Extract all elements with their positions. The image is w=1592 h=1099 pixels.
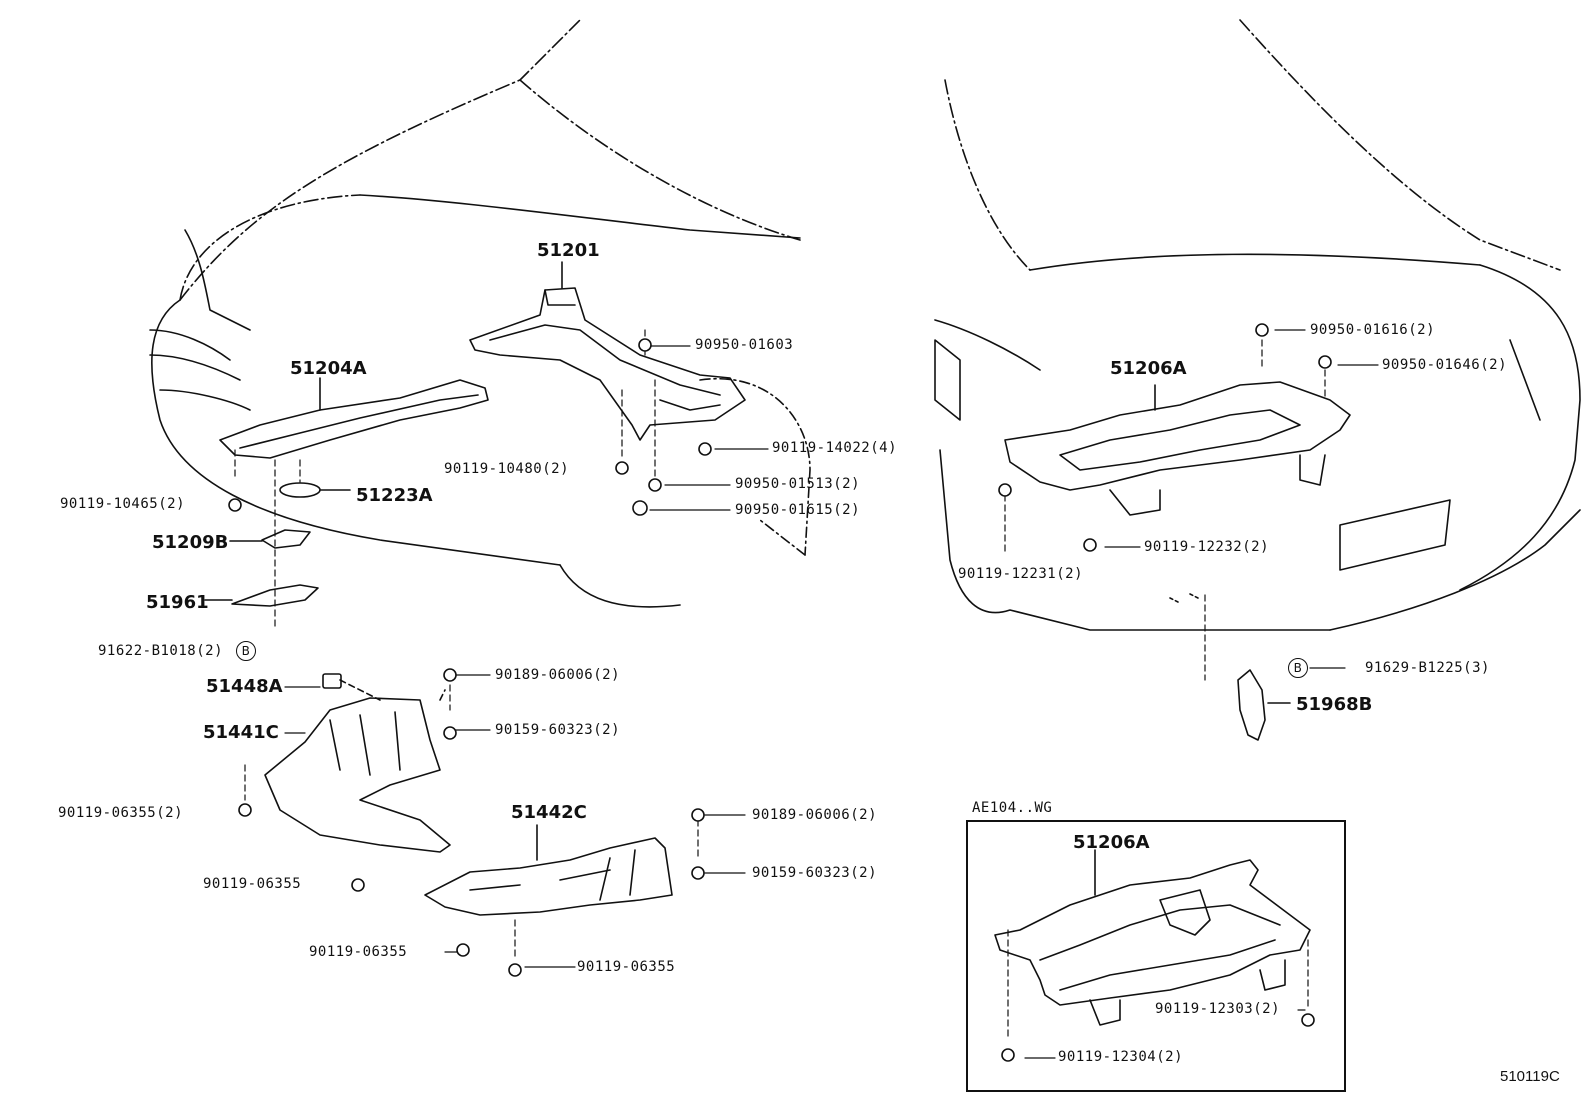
label-51961: 51961 xyxy=(146,592,209,613)
label-90119-12304: 90119-12304(2) xyxy=(1058,1049,1184,1065)
label-51448A: 51448A xyxy=(206,676,283,697)
label-90950-01616: 90950-01616(2) xyxy=(1310,322,1436,338)
fastener-symbols xyxy=(228,323,1332,1062)
label-90159-60323-a: 90159-60323(2) xyxy=(495,722,621,738)
label-90119-06355-b: 90119-06355 xyxy=(203,876,302,892)
label-90119-06355-c: 90119-06355 xyxy=(309,944,408,960)
label-91629-B1225: B 91629-B1225(3) xyxy=(1288,658,1490,678)
inset-member-51206A xyxy=(994,849,1311,1026)
label-51206A-inset: 51206A xyxy=(1073,832,1150,853)
inset-title: AE104..WG xyxy=(972,800,1053,816)
undercover-51442C xyxy=(424,824,673,916)
label-90119-06355-a: 90119-06355(2) xyxy=(58,805,184,821)
bracket-51968B xyxy=(1237,669,1266,741)
label-51968B: 51968B xyxy=(1296,694,1373,715)
label-90159-60323-b: 90159-60323(2) xyxy=(752,865,878,881)
b-mark-icon: B xyxy=(1288,658,1308,678)
rear-car-body-solid xyxy=(934,253,1581,631)
front-car-body-outline xyxy=(179,19,801,301)
label-90119-12303: 90119-12303(2) xyxy=(1155,1001,1281,1017)
fastener-91622-B1018-text: 91622-B1018(2) xyxy=(98,643,224,659)
rear-member-51206A xyxy=(1004,381,1351,516)
label-90950-01615: 90950-01615(2) xyxy=(735,502,861,518)
label-90119-10465: 90119-10465(2) xyxy=(60,496,186,512)
label-90950-01603: 90950-01603 xyxy=(695,337,794,353)
label-51204A: 51204A xyxy=(290,358,367,379)
label-90119-12232: 90119-12232(2) xyxy=(1144,539,1270,555)
label-90950-01513: 90950-01513(2) xyxy=(735,476,861,492)
rear-car-body-outline xyxy=(944,19,1561,271)
clip-51448A xyxy=(322,673,342,689)
label-90189-06006-b: 90189-06006(2) xyxy=(752,807,878,823)
label-90119-12231: 90119-12231(2) xyxy=(958,566,1084,582)
label-51201: 51201 xyxy=(537,240,600,261)
label-90189-06006-a: 90189-06006(2) xyxy=(495,667,621,683)
label-51442C: 51442C xyxy=(511,802,587,823)
label-51206A-main: 51206A xyxy=(1110,358,1187,379)
diagram-id: 510119C xyxy=(1500,1068,1560,1085)
inset-frame xyxy=(966,820,1346,1092)
label-90119-06355-d: 90119-06355 xyxy=(577,959,676,975)
label-51223A: 51223A xyxy=(356,485,433,506)
label-90119-10480: 90119-10480(2) xyxy=(444,461,570,477)
front-wheel-arch xyxy=(699,377,811,556)
pad-51223A xyxy=(279,482,321,498)
label-leader-lines xyxy=(284,329,1379,1059)
label-51441C: 51441C xyxy=(203,722,279,743)
label-90119-14022: 90119-14022(4) xyxy=(772,440,898,456)
front-car-body-solid xyxy=(149,194,801,608)
label-51209B: 51209B xyxy=(152,532,229,553)
bracket-51209B xyxy=(261,529,311,549)
label-90950-01646: 90950-01646(2) xyxy=(1382,357,1508,373)
bracket-51961 xyxy=(231,584,319,607)
b-mark-icon: B xyxy=(235,641,256,661)
fastener-91629-B1225-text: 91629-B1225(3) xyxy=(1364,660,1490,676)
label-91622-B1018: 91622-B1018(2) B xyxy=(98,641,256,661)
suspension-member-51201 xyxy=(469,261,746,441)
bar-51204A xyxy=(219,377,489,459)
undercover-51441C xyxy=(264,679,451,853)
